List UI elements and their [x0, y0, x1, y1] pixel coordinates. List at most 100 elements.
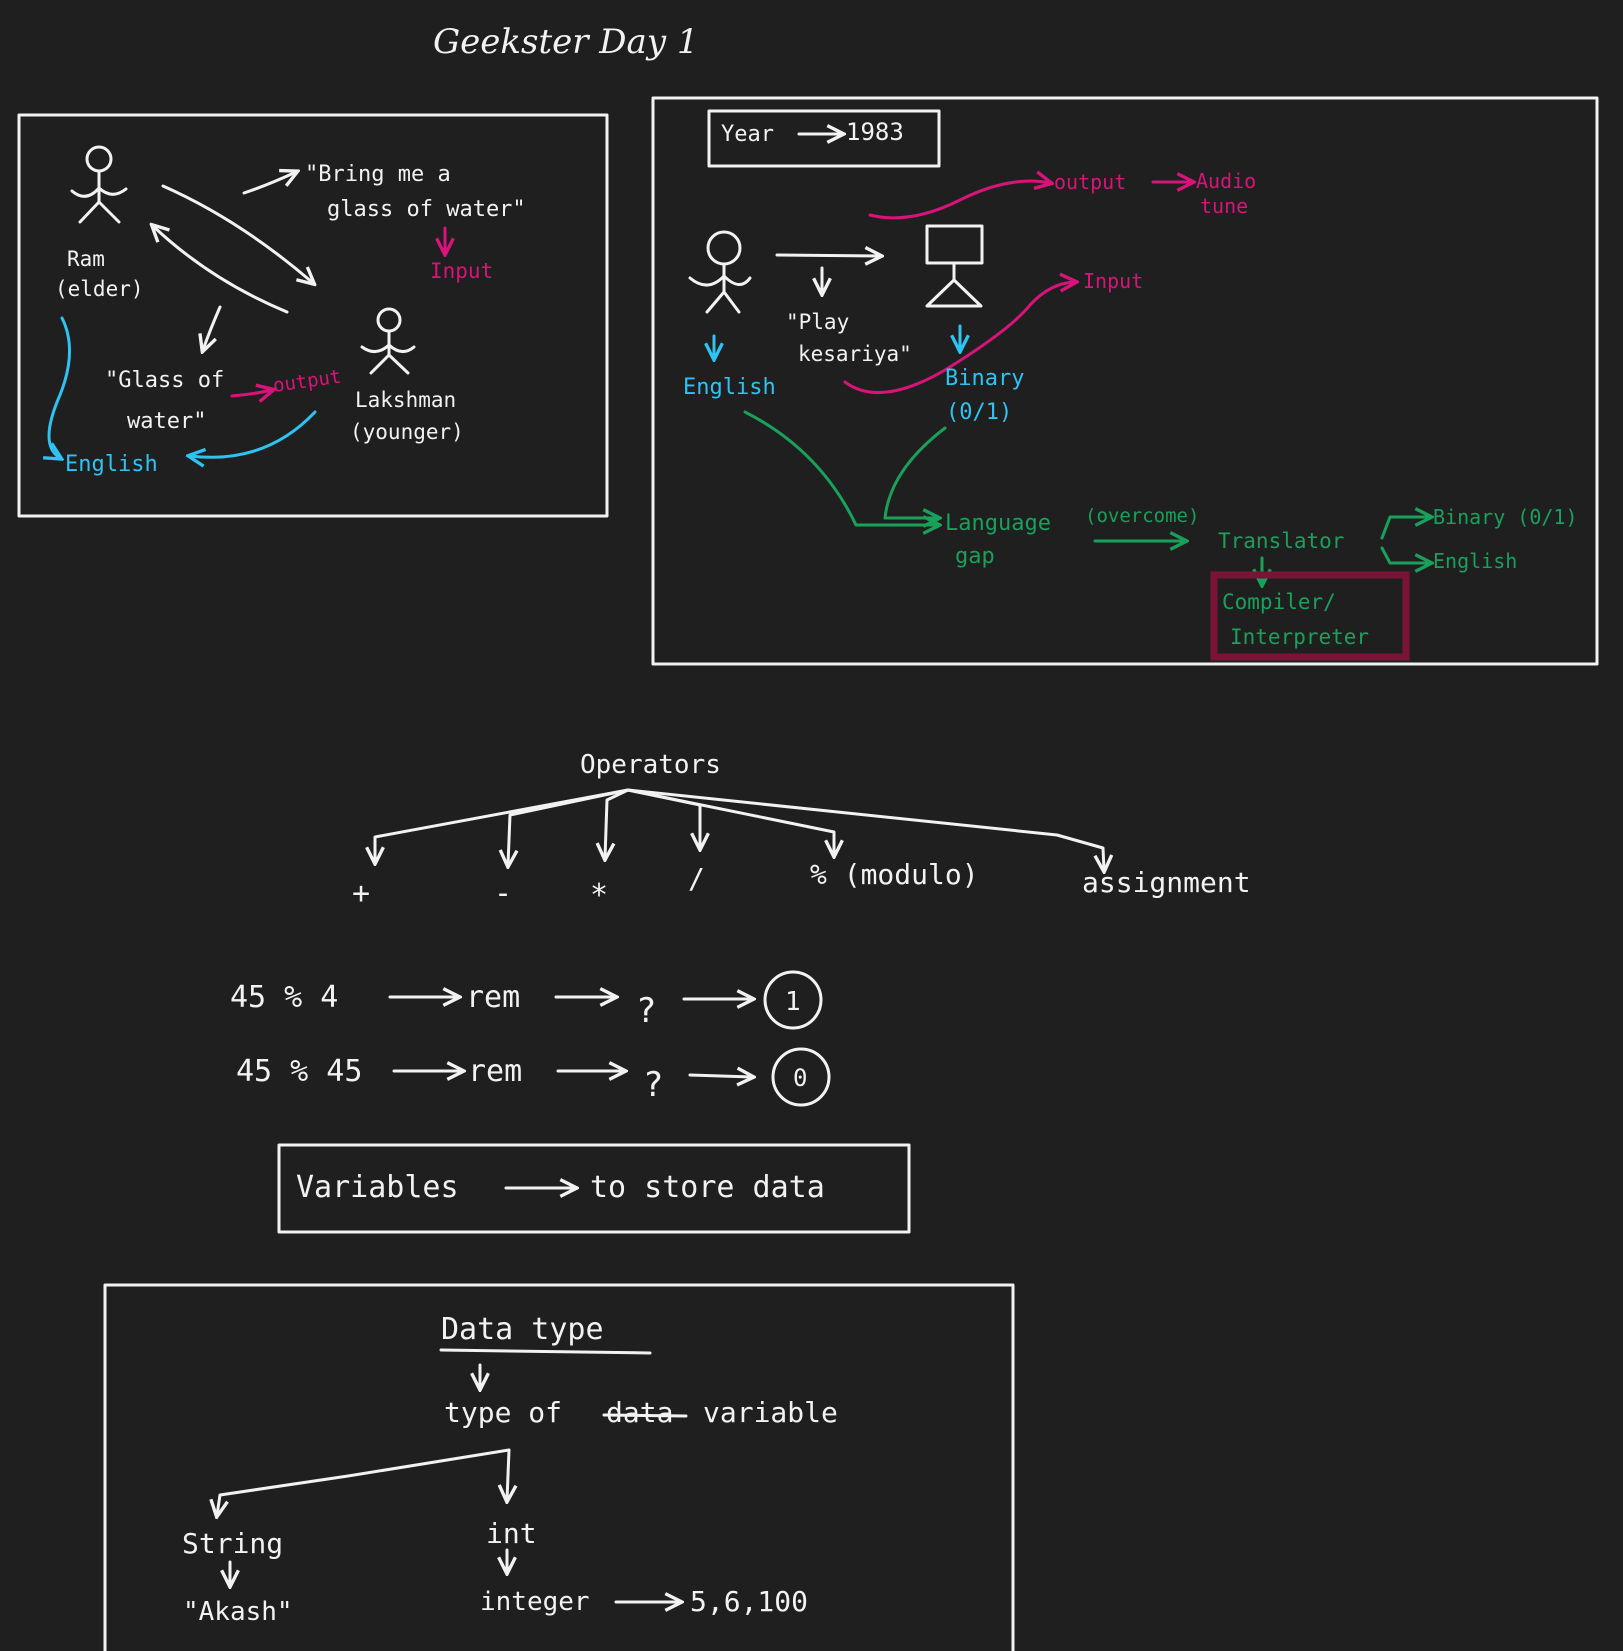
modulo-example-1: 45 % 4 rem ? 1 [230, 970, 823, 1031]
modulo-expr-1: 45 % 4 [230, 980, 338, 1015]
branch-multiply [605, 788, 630, 858]
lakshman-sub-label: (younger) [350, 420, 464, 444]
operators-tree: Operators + - * / % (modulo) assignment [352, 750, 1251, 913]
panel-computer-frame [651, 96, 1599, 666]
english-right-curve [190, 410, 317, 457]
branch-minus [508, 788, 630, 865]
english-output-label: English [1433, 549, 1517, 573]
interpreter-label: Interpreter [1230, 625, 1369, 649]
variables-box: Variables to store data [277, 1143, 911, 1234]
year-box [707, 109, 941, 168]
operators-branches [375, 788, 1104, 870]
datatype-line-a: type of [444, 1396, 562, 1429]
year-value: 1983 [846, 118, 904, 146]
input-label-2: Input [1083, 269, 1143, 293]
translator-label: Translator [1218, 529, 1344, 553]
binary-label-line1: Binary [945, 366, 1024, 391]
input-curve [843, 282, 1075, 394]
binary-output-label: Binary (0/1) [1433, 505, 1578, 529]
page-title: Geekster Day 1 [433, 22, 698, 62]
english-label-2: English [683, 375, 776, 400]
datatype-title-underline [439, 1348, 652, 1355]
branch-assignment [626, 788, 1104, 870]
english-label: English [65, 452, 158, 477]
output-label-2: output [1054, 170, 1126, 194]
modulo-result-circle-1 [763, 970, 823, 1030]
play-quote-line2: kesariya" [798, 342, 912, 366]
user-figure-icon [688, 230, 752, 314]
modulo-arrow-2c [688, 1075, 752, 1077]
variables-label: Variables [296, 1170, 459, 1205]
language-gap-line1: Language [945, 511, 1051, 536]
datatype-frame [103, 1283, 1015, 1651]
modulo-rem-1: rem [466, 980, 520, 1015]
modulo-result-1: 1 [785, 987, 801, 1017]
datatype-title: Data type [441, 1312, 604, 1347]
operator-divide: / [688, 862, 705, 895]
output-label: output [272, 366, 343, 397]
reply-quote-line1: "Glass of [105, 368, 224, 393]
string-example: "Akash" [183, 1597, 293, 1627]
modulo-q-2: ? [643, 1065, 663, 1105]
modulo-example-2: 45 % 45 rem ? 0 [236, 1047, 831, 1107]
operator-plus: + [352, 876, 370, 911]
computer-icon [925, 224, 984, 308]
panel-computer: Year 1983 output Audio tune "Play kesari… [651, 96, 1599, 666]
operator-minus: - [494, 876, 512, 911]
branch-plus [375, 788, 630, 862]
lakshman-figure-icon [360, 307, 416, 375]
modulo-q-1: ? [636, 991, 656, 1031]
branch-modulo [626, 788, 834, 855]
datatype-to-string-branch [217, 1448, 511, 1515]
panel-ram-frame [17, 113, 609, 518]
variables-frame [277, 1143, 911, 1234]
binary-label-line2: (0/1) [946, 400, 1012, 425]
english-to-gap-curve [743, 410, 938, 525]
audio-label-line1: Audio [1196, 169, 1256, 193]
modulo-result-circle-2 [771, 1047, 831, 1107]
translator-to-english-branch [1380, 546, 1430, 563]
operator-assignment: assignment [1082, 866, 1251, 899]
binary-to-gap-curve [883, 426, 947, 518]
datatype-struck-word: data [606, 1396, 673, 1429]
modulo-expr-2: 45 % 45 [236, 1054, 362, 1089]
datatype-strike-line [602, 1413, 688, 1418]
language-gap-line2: gap [955, 544, 995, 569]
int-label: int [486, 1517, 537, 1550]
datatype-line-b: variable [703, 1396, 838, 1429]
quote-arrow [242, 172, 296, 195]
lakshman-label: Lakshman [355, 388, 456, 412]
ram-to-lakshman-arrow [161, 184, 313, 283]
lakshman-to-ram-arrow [153, 226, 289, 314]
output-curve [868, 181, 1050, 220]
lakshman-reply-arrow [203, 305, 222, 350]
variables-desc: to store data [590, 1170, 825, 1205]
modulo-result-2: 0 [793, 1064, 807, 1092]
string-label: String [182, 1527, 283, 1560]
user-to-computer-arrow [775, 255, 880, 256]
play-quote-line1: "Play [786, 310, 849, 334]
english-left-curve [49, 316, 71, 458]
datatype-box: Data type type of data variable String "… [103, 1283, 1015, 1651]
datatype-to-int-branch [507, 1448, 509, 1500]
request-quote-line1: "Bring me a [305, 162, 451, 187]
compiler-label: Compiler/ [1222, 590, 1336, 614]
int-examples: 5,6,100 [690, 1585, 808, 1618]
modulo-rem-2: rem [468, 1054, 522, 1089]
ram-sub-label: (elder) [55, 277, 144, 301]
overcome-label: (overcome) [1085, 505, 1199, 527]
reply-quote-line2: water" [127, 409, 206, 434]
request-quote-line2: glass of water" [327, 197, 526, 222]
ram-figure-icon [70, 145, 128, 224]
reply-to-output-arrow [230, 390, 272, 396]
translator-to-binary-branch [1380, 517, 1430, 540]
ram-label: Ram [67, 247, 105, 271]
compiler-box [1210, 571, 1410, 661]
input-label: Input [430, 259, 493, 283]
operator-multiply: * [590, 878, 608, 913]
audio-label-line2: tune [1200, 194, 1248, 218]
year-label: Year [721, 122, 774, 147]
operators-title: Operators [580, 750, 721, 780]
operator-modulo: % (modulo) [810, 858, 979, 891]
